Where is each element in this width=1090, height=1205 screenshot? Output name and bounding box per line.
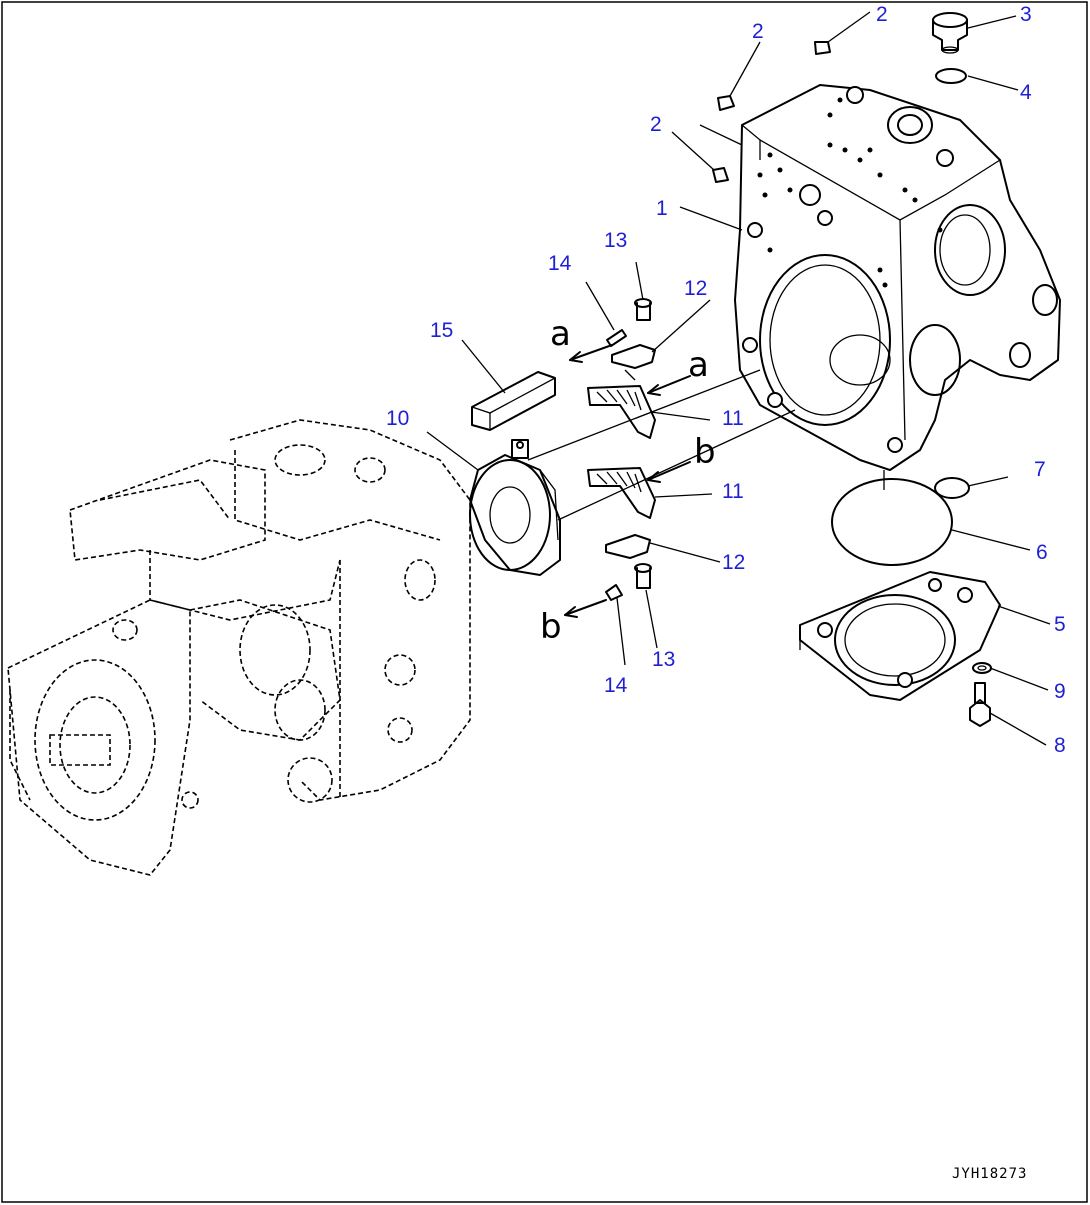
callout-5: 5 [1054,613,1066,636]
pin-part-14-lower [605,584,623,601]
plate-part-5 [799,571,1001,701]
o-ring-part-7 [934,477,970,499]
pump-assembly-outline [7,419,471,876]
callout-13: 13 [604,229,627,252]
callout-labels: 1 2 2 2 3 4 5 6 7 8 9 10 11 11 12 12 13 … [386,3,1066,757]
o-ring-part-4 [935,68,967,84]
pin-part-13-upper [634,298,652,321]
plug-part-3 [932,12,968,54]
view-marker-a: a [688,345,709,385]
washer-part-9 [972,662,992,674]
o-ring-part-6 [831,478,953,566]
bracket-part-12-lower [605,534,651,559]
block-part-15 [471,371,556,431]
callout-10: 10 [386,407,409,430]
callout-14: 14 [604,674,628,697]
callout-4: 4 [1020,81,1032,104]
callout-6: 6 [1036,541,1048,564]
pin-part-13-lower [634,563,652,589]
swash-plate-part-10 [469,439,561,576]
view-marker-b: b [540,607,562,647]
callout-8: 8 [1054,734,1066,757]
callout-1: 1 [656,197,668,220]
view-marker-a: a [550,314,571,354]
callout-12: 12 [684,277,707,300]
callout-11: 11 [722,407,744,430]
view-markers: a a b b [540,314,716,647]
callout-14: 14 [548,252,572,275]
view-marker-b: b [694,432,716,472]
leader-lines [426,11,1051,746]
callout-3: 3 [1020,3,1032,26]
shoe-part-11-upper [587,385,656,439]
callout-13: 13 [652,648,675,671]
shoe-part-11-lower [587,467,656,519]
bolt-part-8 [969,682,991,727]
plug-part-2 [712,41,831,183]
bracket-part-12-upper [611,344,656,381]
drawing-code: JYH18273 [952,1166,1027,1182]
callout-12: 12 [722,551,745,574]
callout-9: 9 [1054,680,1066,703]
pin-part-14-upper [606,329,627,347]
callout-2: 2 [876,3,888,26]
callout-11: 11 [722,480,744,503]
housing-part-1 [734,84,1061,471]
callout-15: 15 [430,319,453,342]
callout-7: 7 [1034,458,1046,481]
callout-2: 2 [752,20,764,43]
callout-2: 2 [650,113,662,136]
